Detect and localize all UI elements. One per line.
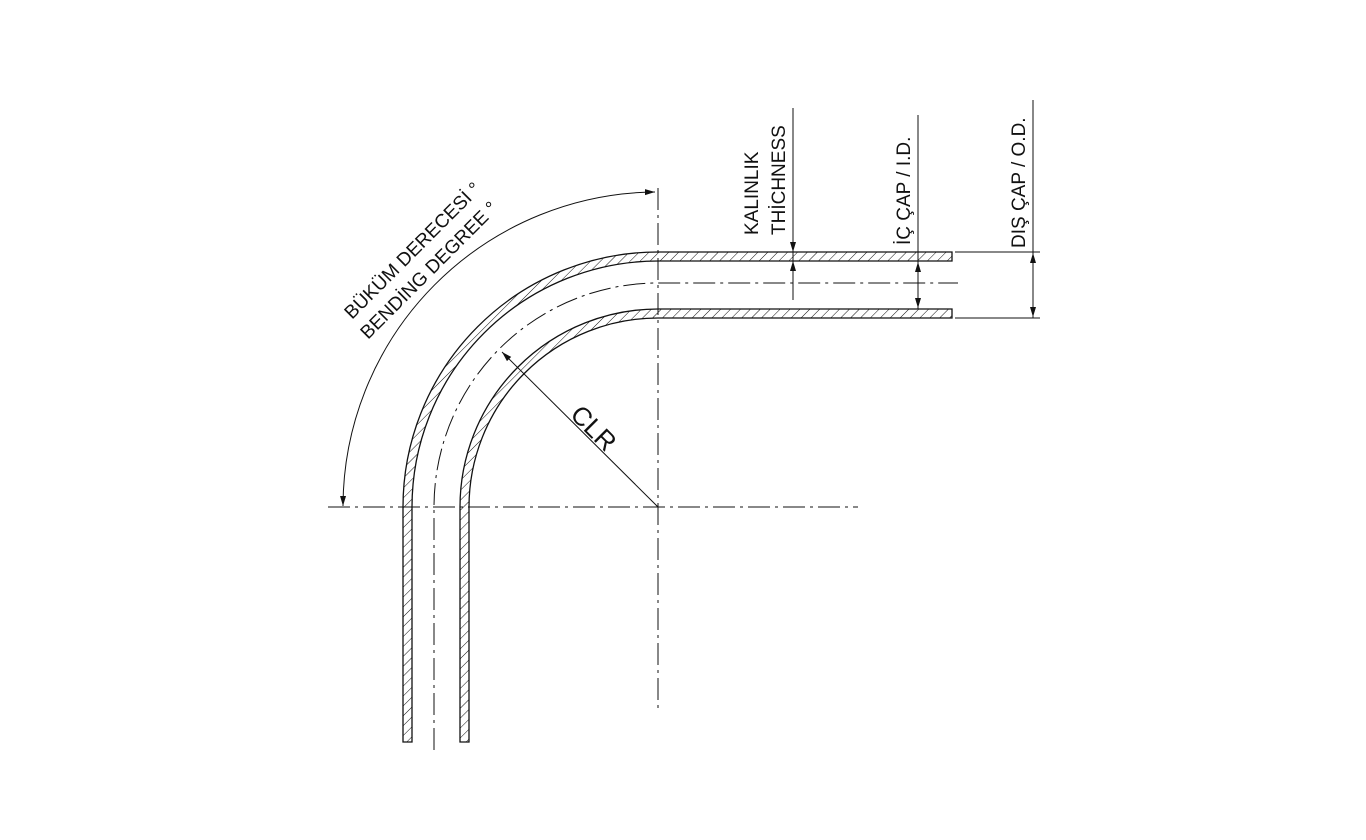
clr-label: CLR [565,399,623,457]
clr-radius-line [501,351,659,508]
thickness-label-tr: KALINLIK [742,151,763,235]
inner-diameter-dimension: İÇ ÇAP / I.D. [894,115,921,309]
outer-diameter-label: DIŞ ÇAP / O.D. [1009,117,1030,248]
tube-axis-line [433,282,958,750]
clr-dimension: CLR [501,351,659,508]
bend-degree-arc [340,189,656,507]
thickness-dimension: KALINLIK THİCHNESS [742,108,796,300]
inner-wall [459,308,953,743]
inner-diameter-label: İÇ ÇAP / I.D. [894,137,915,245]
thickness-label-en: THİCHNESS [769,125,790,235]
outer-diameter-dimension: DIŞ ÇAP / O.D. [955,100,1040,319]
outer-wall [402,251,953,743]
